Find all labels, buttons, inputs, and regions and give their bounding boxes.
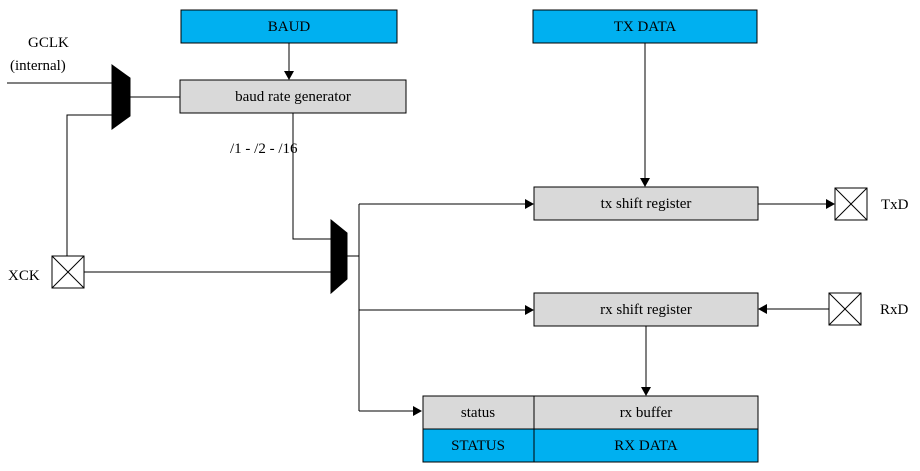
baud-register-box	[180, 9, 398, 44]
xck-label: XCK	[8, 268, 40, 284]
arrowhead-rx-shift	[525, 305, 534, 315]
txd-label: TxD	[881, 197, 909, 213]
arrowhead-tx-shift	[525, 199, 534, 209]
divider-options-label: /1 - /2 - /16	[230, 141, 298, 157]
tx-shift-register-label: tx shift register	[601, 196, 692, 212]
tx-data-register-label: TX DATA	[614, 19, 677, 35]
rx-data-register-box	[533, 428, 759, 463]
rx-buffer-box	[533, 395, 759, 430]
arrowhead-txdata	[640, 178, 650, 187]
arrowhead-rx-buffer	[641, 387, 651, 396]
rxd-pin-cross-b	[828, 292, 862, 326]
xck-pin-cross-b	[51, 255, 85, 289]
baud-register-label: BAUD	[268, 19, 311, 35]
rx-data-register-label: RX DATA	[614, 438, 678, 454]
clock-select-mux-right	[330, 218, 348, 295]
wire-xck-to-left-mux	[66, 114, 112, 256]
tx-shift-register-box	[533, 186, 759, 221]
rx-shift-register-label: rx shift register	[600, 302, 692, 318]
gclk-label: GCLK	[28, 35, 69, 51]
arrowhead-txd	[826, 199, 835, 209]
gclk-internal-label: (internal)	[10, 58, 66, 74]
arrowhead-baud-generator	[284, 71, 294, 80]
rx-buffer-label: rx buffer	[620, 405, 673, 421]
status-box-label: status	[461, 405, 495, 421]
baud-rate-generator-label: baud rate generator	[235, 89, 351, 105]
status-box	[422, 395, 535, 430]
clock-source-mux-left	[111, 64, 131, 130]
arrowhead-status	[413, 406, 422, 416]
txd-pin-cross-b	[834, 187, 868, 221]
rxd-label: RxD	[880, 302, 909, 318]
status-register-label: STATUS	[451, 438, 505, 454]
arrowhead-rxd	[758, 304, 767, 314]
wire-generator-to-right-mux	[292, 113, 331, 240]
status-register-box	[422, 428, 535, 463]
tx-data-register-box	[532, 9, 758, 44]
